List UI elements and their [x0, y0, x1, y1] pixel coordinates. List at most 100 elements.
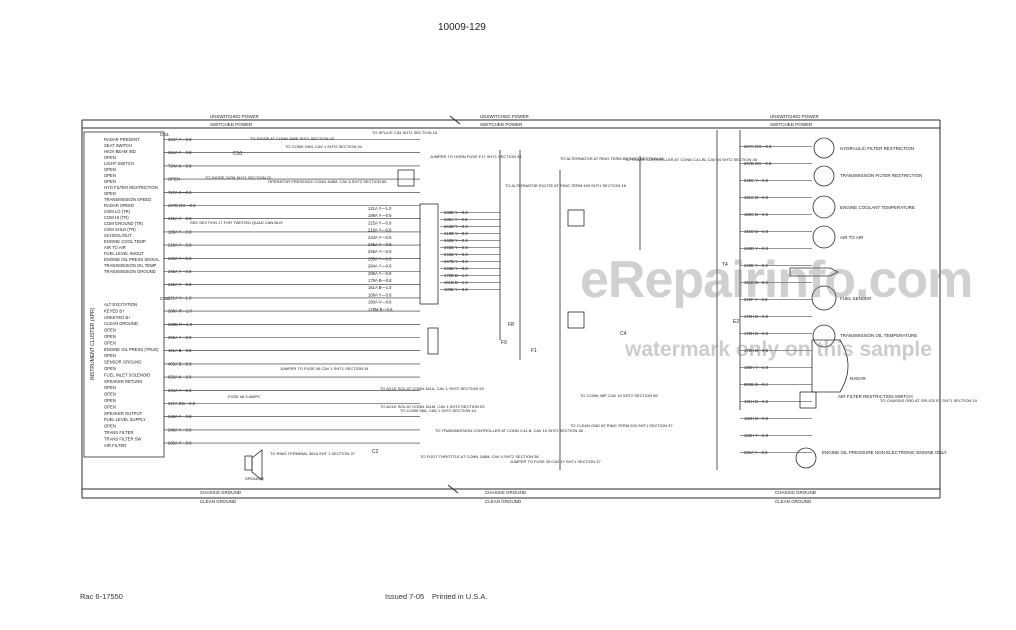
routing-note: TO ALTERNATOR AT RING TERM B3 SHT1 SECTI…: [560, 156, 664, 161]
wire-label: 255A Y—0.8: [368, 256, 392, 261]
cluster-pin-label: ENGINE OIL PRESS SIGNAL: [104, 257, 160, 262]
routing-note: TO CHASSIS GRD AT SPLICE E1 SHT1 SECTION…: [880, 398, 978, 403]
bus-label-chassis: CHASSIS GROUND: [200, 490, 242, 495]
coolant-temp-sensor-icon: [812, 195, 836, 219]
bus-label-switched: SWITCHED POWER: [210, 122, 253, 127]
wire-label: 286A Y—0.8: [368, 271, 392, 276]
bus-label-unswitched: UNSWITCHED POWER: [210, 114, 259, 119]
wire-label: 218A Y—0.8: [368, 228, 392, 233]
wire-label: 246A Y—0.8: [168, 282, 192, 287]
wire-label: 234A Y—0.8: [168, 388, 192, 393]
wire-label: 284A Y—0.8: [368, 264, 392, 269]
center-connector-block: [397, 130, 741, 470]
cluster-pin-label: OPEN: [104, 191, 116, 196]
wire-label: 255A Y—0.8: [168, 335, 192, 340]
label-radar: RADAR: [850, 376, 867, 381]
wire-label: 243B Y—0.8: [444, 224, 468, 229]
cluster-pin-label: COM LO (TR): [104, 209, 131, 214]
wire-label: 180H Y—0.8: [744, 365, 769, 370]
wire-label: 182H B—0.8: [744, 416, 769, 421]
cluster-pin-label: OPEN: [104, 385, 116, 390]
power-buses: [81, 115, 941, 499]
wire-label: 343A Y—0.8: [168, 137, 192, 142]
routing-note: TO TRANS CONTROLLER AT CONN C41-BL CAV 3…: [625, 157, 758, 162]
bus-label-chassis-3: CHASSIS GROUND: [775, 490, 817, 495]
cluster-title: INSTRUMENT CLUSTER (XPR): [90, 307, 96, 380]
connector-c2: C2: [372, 449, 379, 455]
cluster-pin-label: OPEN: [104, 366, 116, 371]
routing-note: TO FOOT THROTTLE AT CONN 168M, CAV 4 SHT…: [420, 454, 539, 459]
cluster-pin-label: ALT EXCITATION: [104, 302, 137, 307]
wire-label: 290B R—1.0: [168, 322, 193, 327]
routing-note: OPERATOR PRESENCE CONN 168M, CAV 6 SHT2 …: [268, 179, 387, 184]
cluster-conn-cn2: CN2: [160, 296, 169, 301]
wire-label: 121A Y—1.0: [368, 206, 392, 211]
wire-label: 246B Y—0.8: [444, 252, 468, 257]
label-hydraulic-filter: HYDRAULIC FILTER RESTRICTION: [840, 146, 914, 151]
wire-label: 243A Y—0.8: [368, 235, 392, 240]
wire-label: 267C DG—0.8: [744, 144, 772, 149]
cluster-pin-label: OPEN: [104, 179, 116, 184]
air-to-air-sensor-icon: [812, 225, 836, 249]
cluster-pin-label: OPEN: [104, 155, 116, 160]
routing-note: SEE SECTION 17 FOR TWISTED QUAD CAN BUS: [190, 220, 283, 225]
trans-oil-temp-sensor-icon: [812, 324, 836, 348]
connector-e2: E2: [733, 319, 739, 325]
wire-label: OPEN: [168, 177, 180, 182]
sensor-symbols: [244, 137, 849, 481]
cluster-pin-label: SEAT SWITCH: [104, 143, 132, 148]
cluster-pin-label: FUEL INLET SOLENOID: [104, 372, 150, 377]
routing-note: TO RING TERMINAL 302A SHT 1 SECTION 37: [270, 451, 356, 456]
cluster-pin-label: TRANSMISSION SPEED: [104, 197, 151, 202]
routing-note: TO CONN V4M, CAV 1 SHT2 SECTION 54: [285, 144, 363, 149]
document-number: 10009-129: [438, 22, 486, 33]
label-speaker: SPEAKER: [245, 476, 264, 481]
cluster-pin-label: OPEN: [104, 334, 116, 339]
cluster-pin-label: OPEN: [104, 167, 116, 172]
wire-label: 189B Y—0.8: [444, 287, 468, 292]
cluster-pin-label: KEYED B+: [104, 308, 125, 313]
cluster-pin-label: AIR FILTER: [104, 443, 126, 448]
wire-label: 179A B—0.8: [368, 278, 392, 283]
wire-label: 215A Y—0.8: [168, 216, 192, 221]
routing-note: TO AXLE SOL AT CONN 161A, CAV 1 SHT2 SEC…: [380, 386, 485, 391]
wire-label: 249D Y—0.8: [744, 246, 769, 251]
footer-issued: Issued 7-05: [385, 592, 425, 601]
routing-note: TO CLEAN GND AT RING TERM 200 SHT1 SECTI…: [570, 423, 673, 428]
cluster-pin-label: FUEL LEVEL SUPPLY: [104, 417, 146, 422]
bus-label-chassis-2: CHASSIS GROUND: [485, 490, 527, 495]
routing-note: TO TRANSMISSION CONTROLLER AT CONN C41-B…: [435, 428, 584, 433]
wire-label: 265A Y—0.8: [744, 450, 768, 455]
watermark-logo: eRepairinfo.com: [580, 251, 973, 309]
cluster-pin-label: OPEN: [104, 392, 116, 397]
cluster-pin-label: TRANSMISSION GROUND: [104, 269, 156, 274]
bus-label-clean-3: CLEAN GROUND: [775, 499, 812, 504]
wire-label: 189A Y—0.8: [368, 292, 392, 297]
cluster-pin-label: SENSOR GROUND: [104, 360, 141, 365]
connector-c4: C4: [620, 331, 627, 337]
connector-f9: F9: [501, 340, 507, 346]
cluster-pin-label: UNKEYED B+: [104, 315, 131, 320]
wire-label: 215A Y—0.8: [368, 220, 392, 225]
wire-label: 208A R—1.0: [168, 309, 192, 314]
routing-note: TO ALTERNATOR EXCITE AT RING TERM 400 SH…: [505, 183, 627, 188]
wire-label: 180A V—0.8: [368, 300, 392, 305]
wire-label: 248A Y—0.8: [168, 414, 192, 419]
cluster-pin-label: LIGHT SWITCH: [104, 161, 134, 166]
cluster-pin-label: CLEAN GROUND: [104, 321, 138, 326]
cluster-pin-label: OPEN: [104, 328, 116, 333]
label-fuse: FUSE #8 5 AMPS: [228, 394, 260, 399]
cluster-pin-label: OPEN: [104, 424, 116, 429]
routing-note: TO AXLE SOL AT CONN 161M, CAV 1 SHT2 SEC…: [380, 404, 485, 409]
wire-label: 249A Y—0.8: [168, 427, 192, 432]
wire-label: 188A Y—0.8: [168, 229, 192, 234]
instrument-cluster: INSTRUMENT CLUSTER (XPR) CN1 CN2 RADAR P…: [83, 131, 420, 458]
cluster-pin-label: TRANSMISSION OIL TEMP: [104, 263, 157, 268]
cluster-pin-label: FUEL LEVEL IN/OUT: [104, 251, 144, 256]
wire-label: 161A B—1.0: [368, 285, 392, 290]
bus-label-switched-2: SWITCHED POWER: [480, 122, 523, 127]
wire-label: 800B B—0.8: [744, 382, 768, 387]
